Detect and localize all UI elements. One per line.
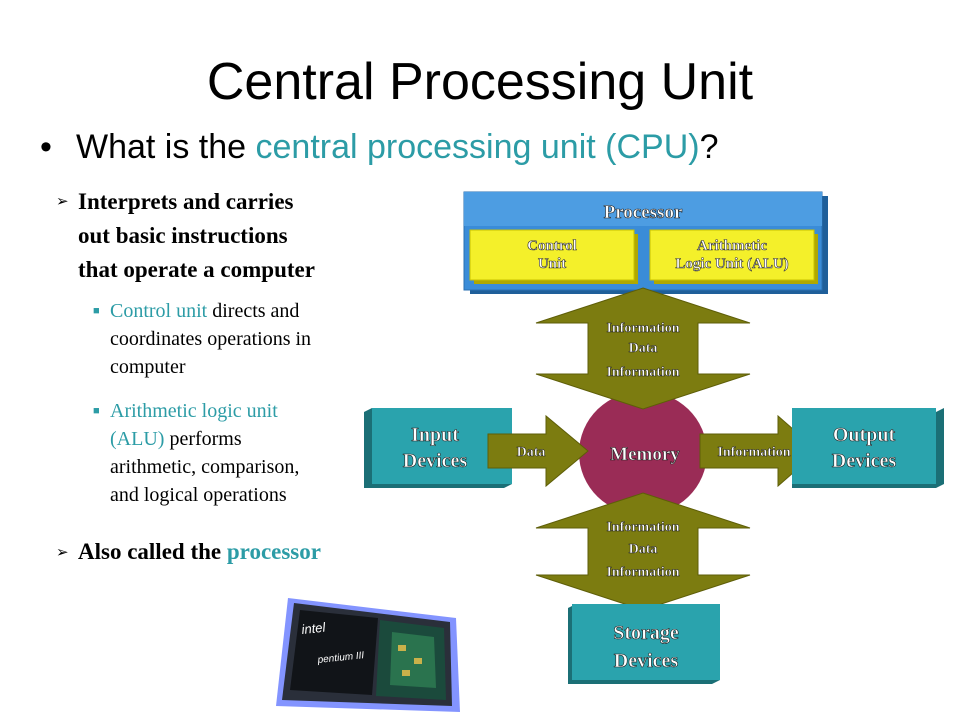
control-unit-label-1: Control [527,238,577,254]
chip-model-text: pentium III [316,650,365,666]
output-devices-label-2: Devices [832,450,897,472]
pentium-chip-image [276,598,460,712]
bullet-1-line-1: Interprets and carries [78,189,294,214]
bullet-1-line-3: that operate a computer [78,257,315,282]
control-unit-desc-1: directs and [207,300,300,322]
slide-question: • What is the central processing unit (CP… [40,128,719,167]
sub-bullet-alu: Arithmetic logic unit (ALU) performs ari… [110,397,299,509]
question-accent: central processing unit (CPU) [255,128,700,166]
question-prefix: What is the [76,128,256,166]
storage-devices-label-1: Storage [613,622,679,644]
output-devices-box [792,408,944,488]
alu-label-1: Arithmetic [697,238,767,254]
alu-term-1: Arithmetic logic unit [110,400,278,422]
control-unit-desc-3: computer [110,356,186,378]
right-arrow-label: Information [717,445,790,460]
bullet-1: Interprets and carries out basic instruc… [78,185,315,287]
control-unit-label-2: Unit [538,256,566,272]
alu-desc-3: and logical operations [110,484,287,506]
arrow-bullet-icon: ➢ [56,193,69,210]
alu-label-2: Logic Unit (ALU) [675,256,788,272]
bullet-2-prefix: Also called the [78,539,227,564]
top-arrow-label-1: Information [606,321,679,336]
output-devices-label-1: Output [833,424,896,446]
bottom-arrow-label-3: Information [606,565,679,580]
storage-devices-label-2: Devices [614,650,679,672]
storage-devices-box [568,604,720,684]
top-arrow-label-2: Data [629,341,658,356]
input-to-memory-arrow [487,414,589,488]
left-arrow-label: Data [517,445,546,460]
top-arrow-label-3: Information [606,365,679,380]
control-unit-desc-2: coordinates operations in [110,328,312,350]
bullet-2: Also called the processor [78,535,321,569]
top-double-arrow [535,287,751,410]
sub-bullet-control-unit: Control unit directs and coordinates ope… [110,297,311,381]
alu-desc-1: performs [164,428,242,450]
processor-label: Processor [604,202,683,223]
control-unit-box [469,229,638,284]
bottom-arrow-label-2: Data [629,542,658,557]
question-suffix: ? [699,128,719,166]
alu-box [649,229,818,284]
control-unit-term: Control unit [110,300,208,322]
input-devices-label-2: Devices [403,450,468,472]
memory-circle [579,391,707,515]
square-bullet-icon: ■ [93,305,100,317]
alu-term-2: (ALU) [110,428,165,450]
chip-brand-text: intel [301,619,327,637]
slide-title: Central Processing Unit [206,53,754,111]
bullet-1-line-2: out basic instructions [78,223,288,248]
alu-desc-2: arithmetic, comparison, [110,456,300,478]
square-bullet-icon: ■ [93,405,100,417]
input-devices-label-1: Input [411,424,459,446]
memory-label: Memory [610,444,680,465]
arrow-bullet-icon: ➢ [56,544,69,561]
bullet-2-accent: processor [226,539,321,564]
bullet-dot-icon: • [40,128,52,166]
bottom-arrow-label-1: Information [606,520,679,535]
